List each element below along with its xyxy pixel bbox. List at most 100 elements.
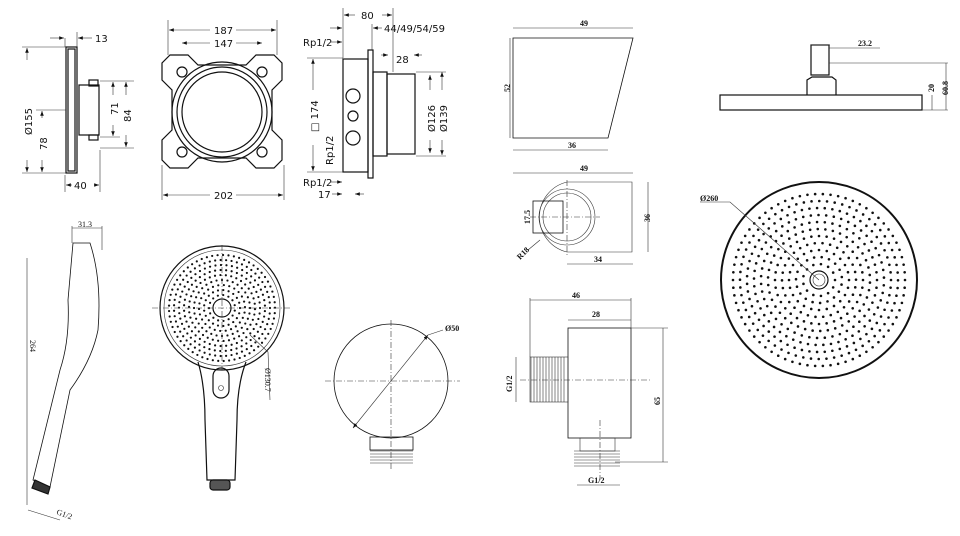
spray-nozzle xyxy=(760,267,764,270)
spray-nozzle xyxy=(227,290,230,293)
spray-nozzle xyxy=(786,213,789,217)
spray-nozzle xyxy=(851,240,855,244)
spray-nozzle xyxy=(832,215,836,219)
spray-nozzle xyxy=(745,274,749,278)
spray-nozzle xyxy=(742,255,745,259)
spray-nozzle xyxy=(168,315,171,318)
spray-nozzle xyxy=(208,265,212,268)
spray-nozzle xyxy=(883,322,886,326)
spray-nozzle xyxy=(779,217,783,221)
spray-nozzle xyxy=(207,288,210,291)
spray-nozzle xyxy=(224,274,227,277)
spray-nozzle xyxy=(208,348,211,351)
spray-nozzle xyxy=(872,312,876,316)
spray-nozzle xyxy=(800,348,804,352)
spray-nozzle xyxy=(815,206,819,210)
spray-nozzle xyxy=(253,279,257,282)
spray-nozzle xyxy=(169,293,172,296)
spray-nozzle xyxy=(811,300,814,304)
spray-nozzle xyxy=(219,329,222,333)
spray-nozzle xyxy=(187,325,190,328)
spray-nozzle xyxy=(793,226,796,229)
spray-nozzle xyxy=(847,320,851,323)
spray-nozzle xyxy=(881,291,885,295)
overhead-shower-side-view: 23.2 20 60.8 xyxy=(719,39,950,111)
spray-nozzle xyxy=(847,300,851,303)
spray-nozzle xyxy=(831,229,835,233)
spray-nozzle xyxy=(789,312,793,316)
spray-nozzle xyxy=(837,340,840,344)
spray-nozzle xyxy=(881,268,885,272)
spray-nozzle xyxy=(245,342,248,345)
dim-44-49-54-59: 44/49/54/59 xyxy=(384,24,445,35)
rough-in-side-view: 80 44/49/54/59 Rp1/2 28 □ 174 Rp1/2 Ø126… xyxy=(303,8,450,201)
spray-nozzle xyxy=(861,278,865,282)
spray-nozzle xyxy=(767,339,770,343)
spray-nozzle xyxy=(840,324,844,327)
dim-34: 34 xyxy=(594,255,602,264)
spray-nozzle xyxy=(890,248,894,252)
spray-nozzle xyxy=(210,332,213,335)
dim-17-5: 17.5 xyxy=(523,210,532,224)
dim-78: 78 xyxy=(39,137,50,150)
spray-nozzle xyxy=(887,316,890,319)
spray-nozzle xyxy=(254,341,257,344)
spray-nozzle xyxy=(895,316,898,319)
spray-nozzle xyxy=(844,360,847,364)
spray-nozzle xyxy=(840,283,843,286)
spray-nozzle xyxy=(819,294,823,298)
spray-nozzle xyxy=(216,294,219,297)
spray-nozzle xyxy=(208,326,211,329)
spray-nozzle xyxy=(831,271,835,274)
dim-264: 264 xyxy=(28,340,37,352)
spray-nozzle xyxy=(759,282,763,286)
spray-nozzle xyxy=(216,319,220,322)
spray-nozzle xyxy=(782,242,785,245)
spray-nozzle xyxy=(781,286,785,290)
spray-nozzle xyxy=(789,244,793,248)
spray-nozzle xyxy=(870,327,874,331)
spray-nozzle xyxy=(831,286,835,289)
spray-nozzle xyxy=(840,275,844,279)
spray-nozzle xyxy=(821,364,825,368)
spray-nozzle xyxy=(767,268,771,272)
spray-nozzle xyxy=(821,192,825,196)
spray-nozzle xyxy=(245,265,248,268)
spray-nozzle xyxy=(240,350,244,353)
spray-nozzle xyxy=(754,262,758,265)
spray-nozzle xyxy=(783,316,787,320)
spray-nozzle xyxy=(836,194,840,198)
dim-50: Ø50 xyxy=(445,324,459,333)
spray-nozzle xyxy=(219,268,222,272)
spray-nozzle xyxy=(200,257,203,261)
spray-nozzle xyxy=(838,257,842,261)
spray-nozzle xyxy=(817,248,821,252)
dim-20: 20 xyxy=(927,84,936,92)
hand-shower-front-view: Ø130.7 xyxy=(152,245,290,491)
spray-nozzle xyxy=(243,258,246,261)
spray-nozzle xyxy=(835,246,839,250)
spray-nozzle xyxy=(257,345,260,348)
spray-nozzle xyxy=(867,266,870,269)
spray-nozzle xyxy=(247,261,251,264)
spray-nozzle xyxy=(240,339,243,342)
spray-nozzle xyxy=(185,293,188,296)
spray-nozzle xyxy=(238,312,241,315)
spray-nozzle xyxy=(770,206,773,210)
spray-nozzle xyxy=(796,325,800,328)
spray-nozzle xyxy=(832,237,836,240)
spray-nozzle xyxy=(832,252,836,256)
spray-nozzle xyxy=(263,285,267,288)
spray-nozzle xyxy=(193,301,196,304)
spray-nozzle xyxy=(810,235,813,238)
spray-nozzle xyxy=(253,302,256,305)
spray-nozzle xyxy=(873,334,876,338)
spray-nozzle xyxy=(812,263,815,267)
spray-nozzle xyxy=(208,276,211,279)
dim-28b: 28 xyxy=(592,310,600,319)
spray-nozzle xyxy=(240,345,243,348)
spray-nozzle xyxy=(826,328,830,332)
spray-nozzle xyxy=(186,332,189,335)
spray-nozzle xyxy=(194,273,197,276)
spray-nozzle xyxy=(182,270,185,273)
